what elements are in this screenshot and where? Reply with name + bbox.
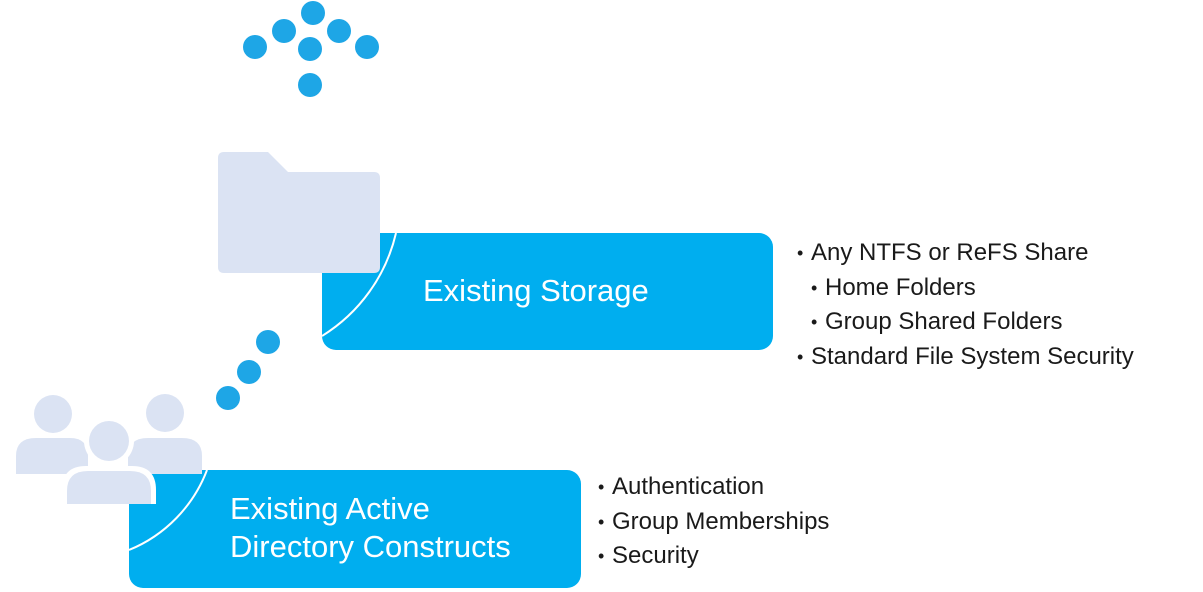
bullet-symbol: • [797,346,804,367]
existing-directory-label: Existing Active Directory Constructs [230,491,511,564]
bullet-item: •Group Memberships [598,505,829,540]
bullet-item: •Any NTFS or ReFS Share [797,236,1134,271]
bullet-item: •Authentication [598,470,829,505]
bullet-symbol: • [598,546,605,566]
existing-storage-label: Existing Storage [423,273,649,308]
bullet-symbol: • [811,277,818,298]
existing-directory-box: Existing Active Directory Constructs [129,470,581,588]
directory-bullet-list: •Authentication •Group Memberships •Secu… [598,470,829,574]
connector-dot [256,330,280,354]
arrow-dot [243,35,267,59]
arrow-dot [298,73,322,97]
bullet-item: •Home Folders [797,271,1134,306]
arrow-dot [272,19,296,43]
connector-dot [216,386,240,410]
users-group-icon [16,394,202,504]
arrow-dot [327,19,351,43]
arrow-dot [301,1,325,25]
storage-bullet-list: •Any NTFS or ReFS Share •Home Folders •G… [797,236,1134,374]
connector-dot [237,360,261,384]
bullet-symbol: • [598,477,605,497]
arrow-dot [298,37,322,61]
arrow-dot [355,35,379,59]
bullet-symbol: • [598,511,605,532]
decorative-arc [129,470,208,551]
bullet-symbol: • [797,243,804,263]
bullet-item: •Group Shared Folders [797,305,1134,340]
bullet-item: •Security [598,539,829,574]
decorative-arc [322,233,397,337]
bullet-symbol: • [811,312,818,332]
folder-icon [218,152,380,273]
existing-storage-box: Existing Storage [322,233,773,350]
bullet-item: •Standard File System Security [797,340,1134,375]
